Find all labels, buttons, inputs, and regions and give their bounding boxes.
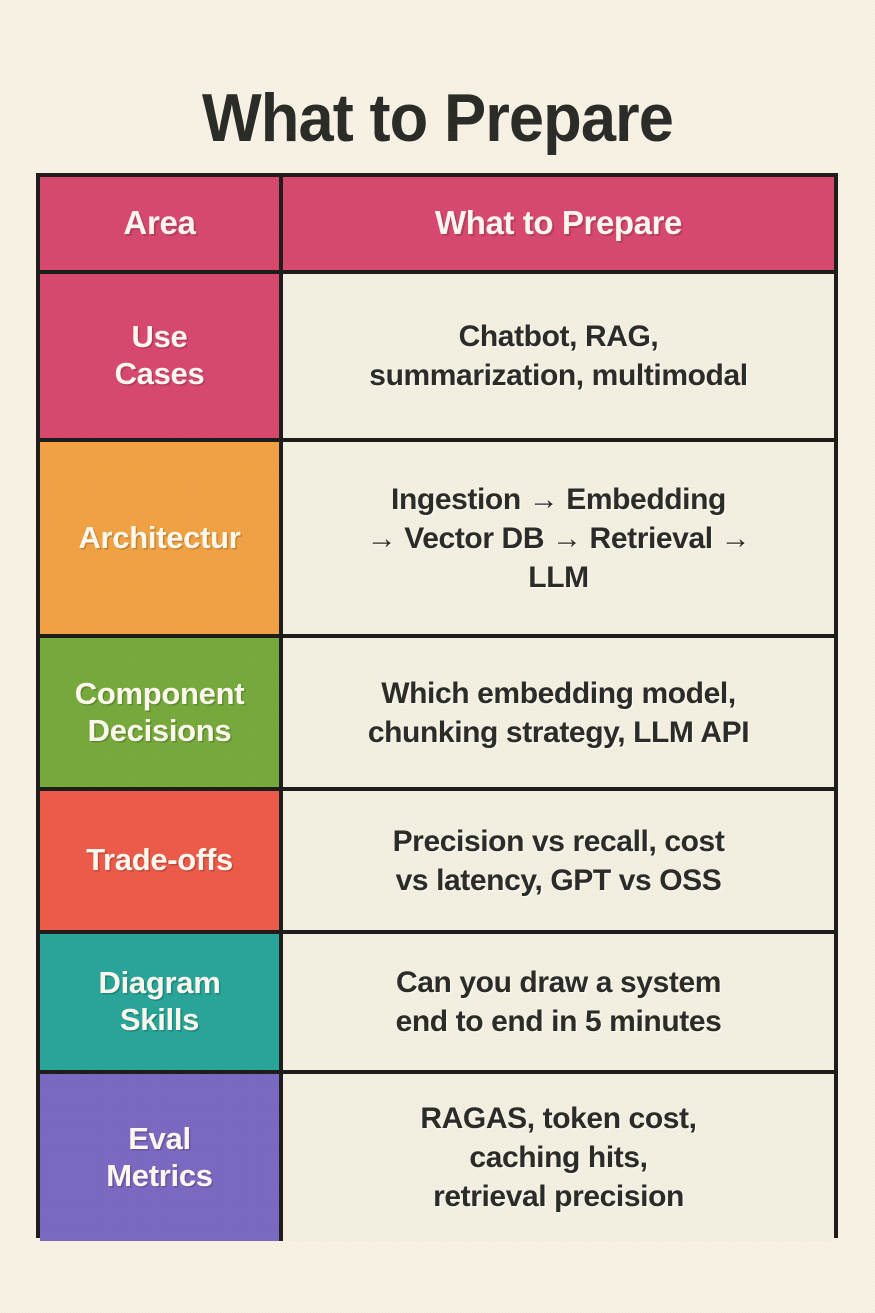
row-area-cell: Use Cases <box>40 274 283 438</box>
header-cell-area: Area <box>40 177 283 270</box>
header-area-label: Area <box>123 204 196 242</box>
row-area-label: Eval Metrics <box>106 1120 213 1193</box>
row-area-label: Architectur <box>78 519 241 555</box>
row-area-label: Trade-offs <box>86 842 233 878</box>
table-row: Component Decisions Which embedding mode… <box>40 638 834 791</box>
row-prepare-text: Chatbot, RAG, summarization, multimodal <box>369 320 748 392</box>
row-prepare-text: Can you draw a system end to end in 5 mi… <box>395 966 722 1038</box>
row-prepare-cell: Which embedding model, chunking strategy… <box>283 638 834 787</box>
row-prepare-cell: Ingestion → Embedding → Vector DB → Retr… <box>283 442 834 634</box>
row-prepare-text: Which embedding model, chunking strategy… <box>367 676 750 749</box>
row-area-cell: Diagram Skills <box>40 934 283 1070</box>
row-prepare-cell: Can you draw a system end to end in 5 mi… <box>283 934 834 1070</box>
header-prepare-label: What to Prepare <box>434 204 683 242</box>
preparation-table: Area What to Prepare Use Cases Chatbot, … <box>36 173 838 1241</box>
row-area-label: Component Decisions <box>74 675 245 748</box>
table-row: Architectur Ingestion → Embedding → Vect… <box>40 442 834 638</box>
row-prepare-cell: Chatbot, RAG, summarization, multimodal <box>283 274 834 438</box>
row-prepare-cell: RAGAS, token cost, caching hits, retriev… <box>283 1074 834 1241</box>
page-title: What to Prepare <box>202 79 674 156</box>
row-area-cell: Trade-offs <box>40 791 283 930</box>
row-area-cell: Component Decisions <box>40 638 283 787</box>
row-area-cell: Architectur <box>40 442 283 634</box>
row-prepare-text: RAGAS, token cost, caching hits, retriev… <box>420 1102 697 1213</box>
row-prepare-text: Precision vs recall, cost vs latency, GP… <box>392 824 725 897</box>
row-area-label: Diagram Skills <box>98 965 221 1037</box>
table-row: Use Cases Chatbot, RAG, summarization, m… <box>40 274 834 442</box>
table-header-row: Area What to Prepare <box>40 177 834 274</box>
row-area-cell: Eval Metrics <box>40 1074 283 1241</box>
header-cell-prepare: What to Prepare <box>283 177 834 270</box>
row-prepare-cell: Precision vs recall, cost vs latency, GP… <box>283 791 834 930</box>
row-area-label: Use Cases <box>114 319 205 391</box>
table-row: Diagram Skills Can you draw a system end… <box>40 934 834 1074</box>
table-row: Eval Metrics RAGAS, token cost, caching … <box>40 1074 834 1241</box>
table-row: Trade-offs Precision vs recall, cost vs … <box>40 791 834 934</box>
row-prepare-text: Ingestion → Embedding → Vector DB → Retr… <box>366 482 751 594</box>
